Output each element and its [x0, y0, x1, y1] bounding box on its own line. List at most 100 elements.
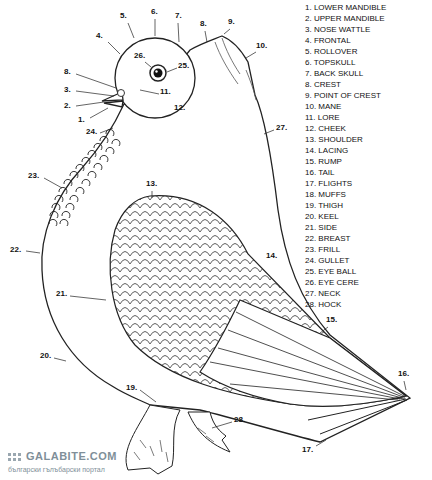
frill	[60, 139, 120, 226]
watermark-logo	[18, 458, 21, 461]
leader-lines	[26, 251, 40, 253]
frill	[49, 129, 114, 226]
leader-lines	[108, 42, 120, 54]
leader-lines	[155, 19, 156, 36]
watermark: български гълъбарски портал	[8, 466, 105, 473]
callout-number: 24.	[86, 128, 97, 136]
part-list-item: 19. THIGH	[305, 202, 343, 210]
wing	[210, 312, 404, 400]
part-list-item: 5. ROLLOVER	[305, 48, 357, 56]
callout-number: 6.	[151, 8, 158, 16]
bird-body	[42, 36, 410, 442]
callout-number: 16.	[398, 370, 409, 378]
head	[104, 101, 123, 107]
leader-lines	[76, 74, 116, 88]
muffs	[134, 428, 214, 462]
callout-number: 10.	[256, 42, 267, 50]
leader-lines	[100, 128, 113, 133]
part-list-item: 25. EYE BALL	[305, 268, 356, 276]
part-list-item: 2. UPPER MANDIBLE	[305, 15, 385, 23]
callout-number: 5.	[120, 12, 127, 20]
leader-lines	[76, 91, 114, 96]
watermark-logo	[8, 458, 11, 461]
leader-lines	[90, 108, 108, 118]
part-list-item: 16. TAIL	[305, 169, 335, 177]
callout-number: 3.	[64, 86, 71, 94]
watermark-logo	[8, 453, 11, 456]
part-list-item: 6. TOPSKULL	[305, 59, 355, 67]
callout-number: 1.	[78, 116, 85, 124]
callout-number: 14.	[266, 252, 277, 260]
part-list-item: 21. SIDE	[305, 224, 337, 232]
wing	[218, 348, 402, 398]
leader-lines	[152, 191, 153, 198]
leader-lines	[316, 440, 326, 446]
wing	[200, 300, 406, 406]
part-list-item: 8. CREST	[305, 81, 341, 89]
part-list-item: 7. BACK SKULL	[305, 70, 363, 78]
watermark-logo	[8, 453, 21, 461]
crest-lines	[246, 70, 256, 100]
part-list-item: 9. POINT OF CREST	[305, 92, 381, 100]
callout-number: 8.	[64, 68, 71, 76]
muffs	[188, 412, 230, 452]
callout-number: 7.	[175, 12, 182, 20]
callout-number: 19.	[126, 384, 137, 392]
wing	[110, 196, 406, 407]
leader-lines	[205, 31, 207, 42]
head	[118, 90, 125, 97]
part-list-item: 12. CHEEK	[305, 125, 346, 133]
callout-number: 8.	[200, 20, 207, 28]
part-list-item: 10. MANE	[305, 103, 341, 111]
muffs	[126, 405, 230, 474]
part-list-item: 13. SHOULDER	[305, 136, 363, 144]
callout-number: 28.	[234, 416, 245, 424]
leader-lines	[212, 422, 232, 428]
callout-number: 25.	[178, 62, 189, 70]
leader-lines	[128, 23, 134, 38]
watermark-logo	[13, 453, 16, 456]
eye	[150, 65, 166, 81]
leader-lines	[140, 390, 156, 402]
muffs	[134, 428, 214, 462]
part-list-item: 24. GULLET	[305, 257, 349, 265]
part-list-item: 20. KEEL	[305, 213, 339, 221]
callout-number: 26.	[134, 52, 145, 60]
part-list-item: 3. NOSE WATTLE	[305, 26, 370, 34]
part-list-item: 11. LORE	[305, 114, 340, 122]
part-list-item: 27. NECK	[305, 290, 341, 298]
leader-lines	[26, 19, 406, 446]
leader-lines	[44, 178, 62, 188]
part-list-item: 1. LOWER MANDIBLE	[305, 4, 386, 12]
eye	[155, 70, 157, 72]
callout-number: 12.	[174, 104, 185, 112]
callout-number: 21.	[56, 290, 67, 298]
part-list-item: 23. FRILL	[305, 246, 340, 254]
head	[102, 38, 195, 118]
watermark: GALABITE.COM	[26, 451, 117, 462]
muffs	[126, 405, 180, 474]
eye	[150, 65, 166, 81]
leader-lines	[145, 62, 151, 67]
part-list-item: 17. FLIGHTS	[305, 180, 352, 188]
part-list-item: 14. LACING	[305, 147, 348, 155]
leader-lines	[320, 327, 328, 333]
part-list-item: 15. RUMP	[305, 158, 342, 166]
bird-body	[42, 36, 410, 442]
head	[115, 38, 195, 118]
wing	[228, 330, 403, 397]
leader-lines	[167, 68, 177, 72]
part-list-item: 22. BREAST	[305, 235, 350, 243]
crest-lines	[222, 38, 240, 74]
wing	[210, 362, 400, 399]
callout-number: 17.	[302, 446, 313, 454]
callout-number: 9.	[228, 18, 235, 26]
eye	[154, 69, 163, 78]
callout-number: 23.	[28, 172, 39, 180]
crest-lines	[215, 42, 238, 84]
leader-lines	[76, 102, 104, 106]
leader-lines	[140, 90, 159, 94]
leader-lines	[70, 296, 106, 300]
crest-lines	[215, 38, 256, 100]
